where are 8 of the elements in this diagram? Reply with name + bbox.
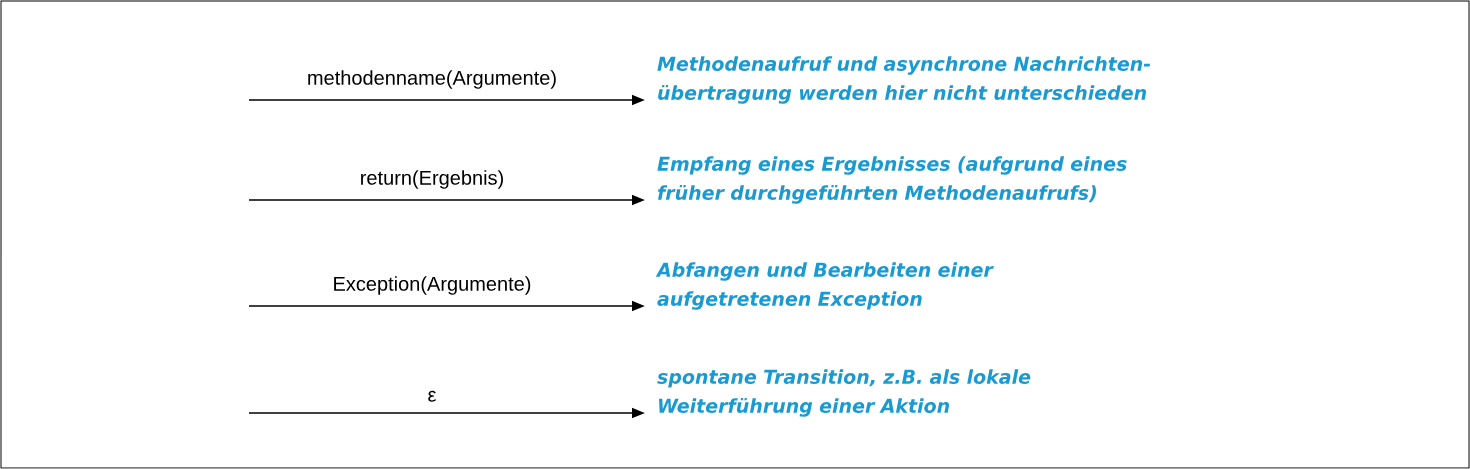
edge-label: return(Ergebnis) xyxy=(361,170,503,189)
edge-label: methodenname(Argumente) xyxy=(308,70,556,89)
description-text: Methodenaufruf und asynchrone Nachrichten- übertragung werden hier nicht unterschieden xyxy=(657,56,1151,104)
edge-label: Exception(Argumente) xyxy=(334,276,531,295)
description-text: spontane Transition, z.B. als lokale Weiterführung einer Aktion xyxy=(657,369,1031,417)
edge-label: ε xyxy=(428,390,437,402)
description-text: Empfang eines Ergebnisses (aufgrund eines früher durchgeführten Methodenaufrufs) xyxy=(657,156,1127,204)
description-text: Abfangen und Bearbeiten einer aufgetretenen Exception xyxy=(655,262,994,310)
